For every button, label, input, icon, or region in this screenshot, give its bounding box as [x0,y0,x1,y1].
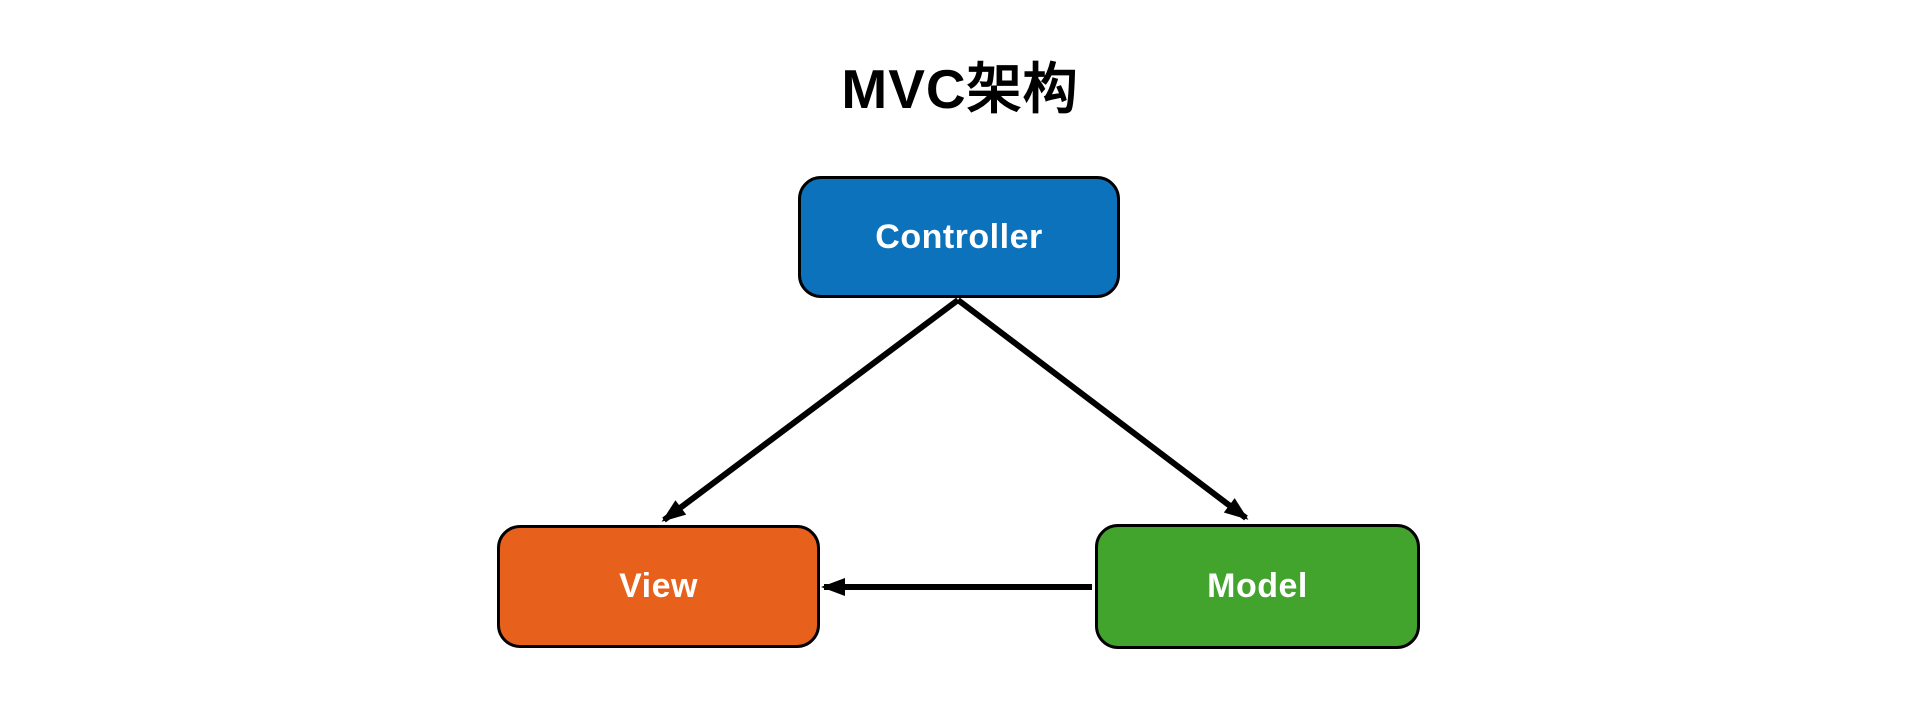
diagram-title: MVC架构 [841,58,1079,120]
node-model: Model [1095,524,1420,649]
node-view-label: View [619,567,698,605]
edge-controller-to-view [661,297,960,523]
node-controller-label: Controller [875,217,1043,256]
edge-controller-to-model [956,297,1249,521]
node-model-label: Model [1207,567,1308,605]
node-controller: Controller [798,176,1120,298]
node-view: View [497,525,820,648]
